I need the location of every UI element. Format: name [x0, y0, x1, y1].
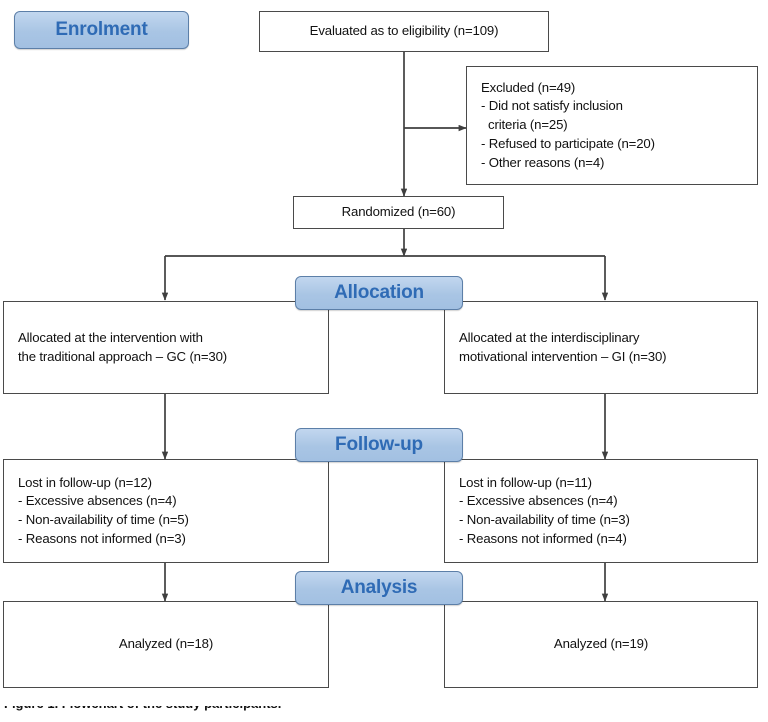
followup-gi-reason-1: - Non-availability of time (n=3)	[459, 512, 630, 527]
stage-label-allocation-text: Allocation	[334, 282, 424, 303]
node-allocation-gc: Allocated at the intervention with the t…	[3, 301, 329, 394]
excluded-reason-3: - Other reasons (n=4)	[481, 154, 605, 170]
allocation-gi-line-1: motivational intervention – GI (n=30)	[459, 348, 667, 364]
stage-label-analysis-text: Analysis	[340, 577, 418, 598]
stage-label-enrolment: Enrolment	[14, 11, 189, 49]
followup-gi-reason-0: - Excessive absences (n=4)	[459, 493, 618, 509]
node-followup-gc: Lost in follow-up (n=12) - Excessive abs…	[3, 459, 329, 563]
figure-caption-text: Figure 1. Flowchart of the study partici…	[4, 706, 424, 710]
node-randomized: Randomized (n=60)	[293, 196, 504, 229]
node-followup-gi: Lost in follow-up (n=11) - Excessive abs…	[444, 459, 758, 563]
followup-gc-reason-2: - Reasons not informed (n=3)	[18, 530, 186, 546]
excluded-reason-1: criteria (n=25)	[481, 117, 568, 133]
stage-label-enrolment-text: Enrolment	[55, 19, 148, 40]
followup-gc-reason-1: - Non-availability of time (n=5)	[18, 512, 189, 527]
excluded-heading: Excluded (n=49)	[481, 79, 576, 95]
followup-gi-reason-2: - Reasons not informed (n=4)	[459, 530, 627, 546]
node-analyzed-gc: Analyzed (n=18)	[3, 601, 329, 688]
followup-gc-heading: Lost in follow-up (n=12)	[18, 474, 152, 490]
node-excluded: Excluded (n=49) - Did not satisfy inclus…	[466, 66, 758, 185]
node-allocation-gi: Allocated at the interdisciplinary motiv…	[444, 301, 758, 394]
node-analyzed-gi: Analyzed (n=19)	[444, 601, 758, 688]
assessed-eligibility-text: Evaluated as to eligibility (n=109)	[309, 23, 499, 39]
allocation-gi-line-0: Allocated at the interdisciplinary	[459, 329, 640, 345]
randomized-text: Randomized (n=60)	[341, 204, 456, 220]
stage-label-followup-text: Follow-up	[335, 434, 423, 455]
stage-label-analysis: Analysis	[295, 571, 463, 605]
figure-caption: Figure 1. Flowchart of the study partici…	[4, 706, 424, 720]
followup-gc-reason-0: - Excessive absences (n=4)	[18, 493, 177, 509]
excluded-reason-2: - Refused to participate (n=20)	[481, 135, 655, 151]
stage-label-allocation: Allocation	[295, 276, 463, 310]
stage-label-followup: Follow-up	[295, 428, 463, 462]
node-assessed-eligibility: Evaluated as to eligibility (n=109)	[259, 11, 549, 52]
excluded-reason-0: - Did not satisfy inclusion	[481, 98, 623, 114]
analyzed-gi-text: Analyzed (n=19)	[553, 636, 649, 652]
analyzed-gc-text: Analyzed (n=18)	[118, 636, 214, 652]
followup-gi-heading: Lost in follow-up (n=11)	[459, 474, 592, 490]
allocation-gc-line-1: the traditional approach – GC (n=30)	[18, 348, 228, 364]
allocation-gc-line-0: Allocated at the intervention with	[18, 329, 203, 345]
